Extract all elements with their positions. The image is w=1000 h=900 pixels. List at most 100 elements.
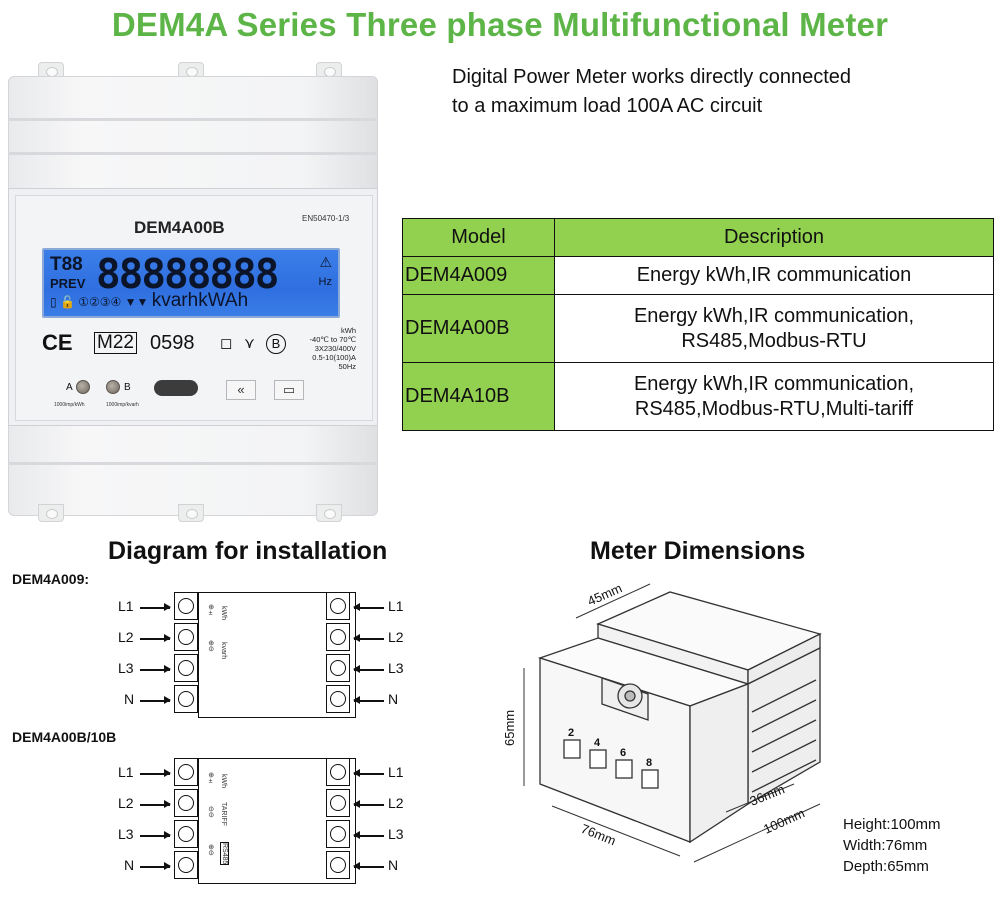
arrow-left-icon (353, 863, 384, 869)
dimension-drawing: 45mm 65mm 76mm 36mm 100mm 2 4 6 8 (502, 580, 822, 863)
metrology-mark: M22 (94, 332, 137, 354)
arrow-left-icon (353, 697, 384, 703)
intro-line: to a maximum load 100A AC circuit (452, 95, 763, 117)
height-text: Height:100mm (843, 816, 941, 833)
terminal (174, 758, 198, 786)
meter-mark: ⊕± (207, 604, 214, 617)
table-row: DEM4A10B Energy kWh,IR communication, RS… (402, 362, 994, 431)
led-a-rate: 1000imp/kWh (54, 402, 85, 408)
meter-mark: RS485 (220, 842, 229, 866)
housing-ridge (8, 462, 378, 465)
page-title: DEM4A Series Three phase Multifunctional… (111, 6, 889, 43)
line-label-l3: L3 (388, 826, 404, 842)
meter-mark: ⊖⊖ (207, 806, 214, 818)
lcd-hz: Hz (318, 276, 332, 288)
line-label-l1: L1 (388, 598, 404, 614)
terminal-number: 4 (594, 737, 601, 749)
meter-mark: kvarh (220, 642, 227, 660)
lcd-units: kvarhkWAh (151, 290, 249, 311)
arrow-left-icon (353, 801, 384, 807)
three-phase-icon: ⋎ (244, 335, 255, 352)
warning-icon: ⚠ (319, 254, 332, 270)
line-label-l1: L1 (118, 598, 134, 614)
description-cell: Energy kWh,IR communication, RS485,Modbu… (554, 294, 994, 363)
line-label-l2: L2 (118, 795, 134, 811)
installation-heading: Diagram for installation (108, 537, 388, 565)
header-description: Description (554, 218, 994, 257)
dim-width-front: 76mm (579, 821, 618, 848)
line-label-l2: L2 (388, 795, 404, 811)
line-label-n: N (388, 691, 399, 707)
terminal (326, 789, 350, 817)
standard-label: EN50470-1/3 (302, 214, 350, 223)
line-label-n: N (388, 857, 399, 873)
meter-mark: kWh (220, 606, 227, 620)
meter-mark: kWh (220, 774, 227, 788)
led-b-rate: 1000imp/kvarh (106, 402, 139, 408)
description-cell: Energy kWh,IR communication (554, 256, 994, 295)
arrow-right-icon (140, 832, 171, 838)
line-label-l2: L2 (388, 629, 404, 645)
terminal-number: 2 (568, 727, 574, 739)
description-line: RS485,Modbus-RTU,Multi-tariff (634, 397, 914, 420)
description-cell: Energy kWh,IR communication, RS485,Modbu… (554, 362, 994, 431)
line-label-l3: L3 (118, 826, 134, 842)
terminal (326, 820, 350, 848)
scroll-button: « (226, 380, 256, 400)
terminal (174, 685, 198, 713)
terminal (326, 592, 350, 620)
battery-icon: ▯ (50, 295, 57, 309)
lcd-tariff-digits: T88 (50, 254, 83, 275)
lcd-display: T88 PREV 88888888 ⚠ Hz ▯ 🔓 ①②③④ ▼▼ kvarh… (42, 248, 340, 318)
terminal (174, 592, 198, 620)
metrology-number: 0598 (150, 332, 195, 354)
meter-model-label: DEM4A00B (134, 218, 225, 237)
direction-icon: ▼▼ (124, 295, 149, 309)
din-clip (178, 504, 204, 522)
meter-mark: TARIFF (220, 802, 227, 826)
page-button-icon: ▭ (274, 380, 304, 400)
lock-icon: 🔓 (59, 295, 75, 309)
arrow-left-icon (353, 635, 384, 641)
diagram1-label: DEM4A009: (12, 571, 90, 587)
intro-line: Digital Power Meter works directly conne… (452, 66, 852, 88)
model-cell: DEM4A10B (402, 362, 555, 431)
arrow-right-icon (140, 697, 171, 703)
line-label-n: N (124, 857, 135, 873)
line-label-l3: L3 (388, 660, 404, 676)
wiring-diagram-1: ⊕± kWh ⊕⊖ kvarh L1 L2 L3 N L1 L2 L3 N (118, 592, 424, 722)
arrow-right-icon (140, 666, 171, 672)
lcd-main-digits: 88888888 (96, 250, 279, 298)
accuracy-class-mark: B (266, 334, 286, 354)
spec-line: kWh (341, 326, 356, 335)
wiring-diagram-2: ⊕± kWh ⊖⊖ TARIFF ⊕⊖ RS485 L1 L2 L3 N L1 … (118, 758, 424, 888)
lcd-status-row: ▯ 🔓 ①②③④ ▼▼ kvarhkWAh (50, 290, 248, 312)
arrow-left-icon (353, 832, 384, 838)
line-label-n: N (124, 691, 135, 707)
arrow-right-icon (140, 863, 171, 869)
dimensions-heading: Meter Dimensions (590, 537, 806, 565)
description-line: RS485,Modbus-RTU (681, 329, 867, 352)
line-label-l1: L1 (118, 764, 134, 780)
meter-mark: ⊕⊖ (207, 844, 214, 856)
terminal (326, 623, 350, 651)
header-model: Model (402, 218, 555, 257)
model-table: Model Description DEM4A009 Energy kWh,IR… (402, 218, 994, 431)
diagram2-label: DEM4A00B/10B (12, 729, 117, 745)
spec-line: 3X230/400V (314, 344, 356, 353)
terminal (174, 789, 198, 817)
dimension-summary: Height:100mm Width:76mm Depth:65mm (843, 814, 941, 877)
double-insulation-icon: ◻ (220, 335, 233, 352)
lcd-prev: PREV (50, 276, 86, 291)
line-label-l3: L3 (118, 660, 134, 676)
spec-line: -40℃ to 70℃ (309, 335, 356, 344)
pulse-led-a (76, 380, 90, 394)
dim-bottom-outer: 100mm (761, 805, 807, 836)
terminal (326, 685, 350, 713)
housing-ridge (8, 152, 378, 155)
meter-outline (537, 591, 822, 844)
terminal (174, 623, 198, 651)
meter-mark: ⊕⊖ (207, 640, 214, 652)
terminal (326, 654, 350, 682)
model-cell: DEM4A009 (402, 256, 555, 295)
